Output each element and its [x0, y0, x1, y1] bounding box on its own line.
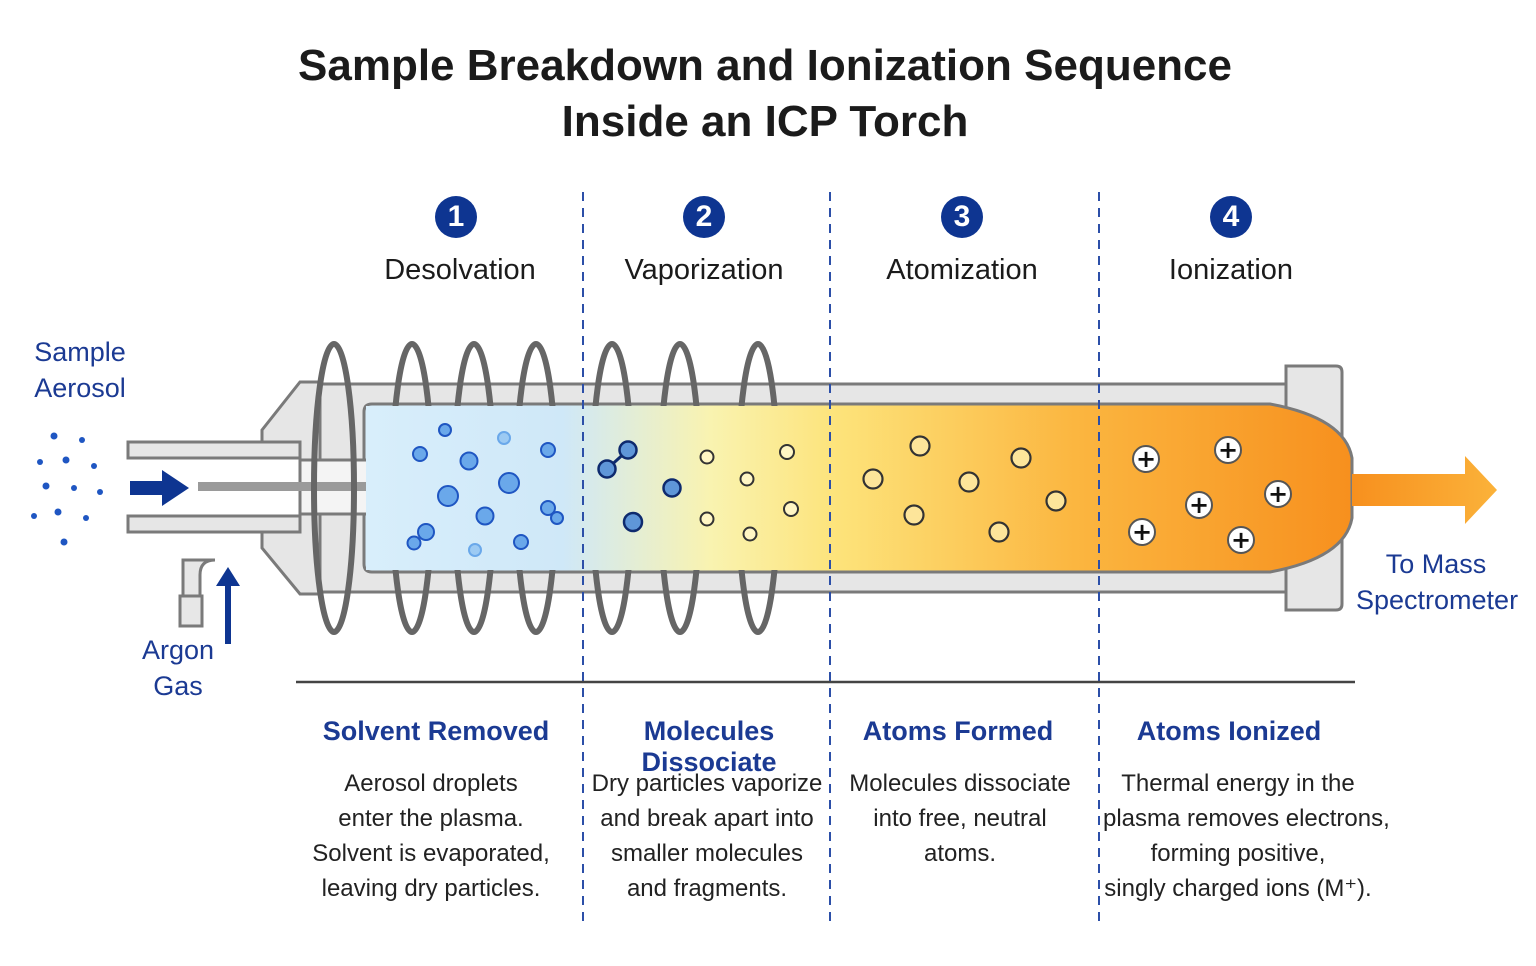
- argon-gas-arrow: [216, 567, 240, 644]
- ion-plus: +: [1136, 445, 1156, 473]
- step-4-badge: 4: [1210, 196, 1252, 238]
- neutral-atoms: [862, 435, 1067, 543]
- stage-1-heading: Solvent Removed: [322, 716, 550, 746]
- stage-4-heading: Atoms Ionized: [1136, 716, 1322, 746]
- sample-inlet-arrow: [130, 470, 189, 506]
- molecule-fragments: [597, 440, 682, 533]
- output-arrow: [1352, 456, 1497, 524]
- stage-dividers: [582, 192, 1100, 922]
- step-2-badge: 2: [683, 196, 725, 238]
- step-3-badge: 3: [941, 196, 983, 238]
- aerosol-dots: [31, 432, 103, 546]
- step-3-name: Atomization: [886, 254, 1038, 286]
- ion-plus: +: [1132, 518, 1152, 546]
- stage-3-description: Molecules dissociate into free, neutral …: [849, 770, 1071, 867]
- step-1-badge: 1: [435, 196, 477, 238]
- argon-inlet-tube: [178, 558, 216, 628]
- stage-1-description: Aerosol droplets enter the plasma. Solve…: [312, 770, 550, 902]
- step-1-name: Desolvation: [384, 254, 536, 286]
- step-4-name: Ionization: [1168, 254, 1294, 286]
- argon-gas-label: Argon Gas: [141, 635, 215, 701]
- mass-spectrometer-label: To Mass Spectrometer: [1356, 549, 1519, 615]
- step-2-name: Vaporization: [624, 254, 784, 286]
- stage-4-description: Thermal energy in the plasma removes ele…: [1103, 770, 1390, 902]
- diagram-title: Sample Breakdown and Ionization Sequence…: [0, 38, 1530, 150]
- ion-charge-symbols: + + + + + +: [1132, 436, 1288, 554]
- ion-plus: +: [1189, 491, 1209, 519]
- ion-plus: +: [1231, 526, 1251, 554]
- stage-2-description: Dry particles vaporize and break apart i…: [591, 770, 823, 902]
- positive-ions: [1128, 436, 1292, 554]
- neutral-fragments: [699, 444, 799, 542]
- title-line-2: Inside an ICP Torch: [561, 97, 969, 146]
- aerosol-droplets: [406, 423, 564, 557]
- ion-plus: +: [1268, 480, 1288, 508]
- title-line-1: Sample Breakdown and Ionization Sequence: [298, 41, 1232, 90]
- ion-plus: +: [1218, 436, 1238, 464]
- sample-aerosol-label: Sample Aerosol: [34, 337, 126, 403]
- stage-3-heading: Atoms Formed: [862, 716, 1054, 746]
- stage-2-heading: Molecules Dissociate: [641, 716, 777, 777]
